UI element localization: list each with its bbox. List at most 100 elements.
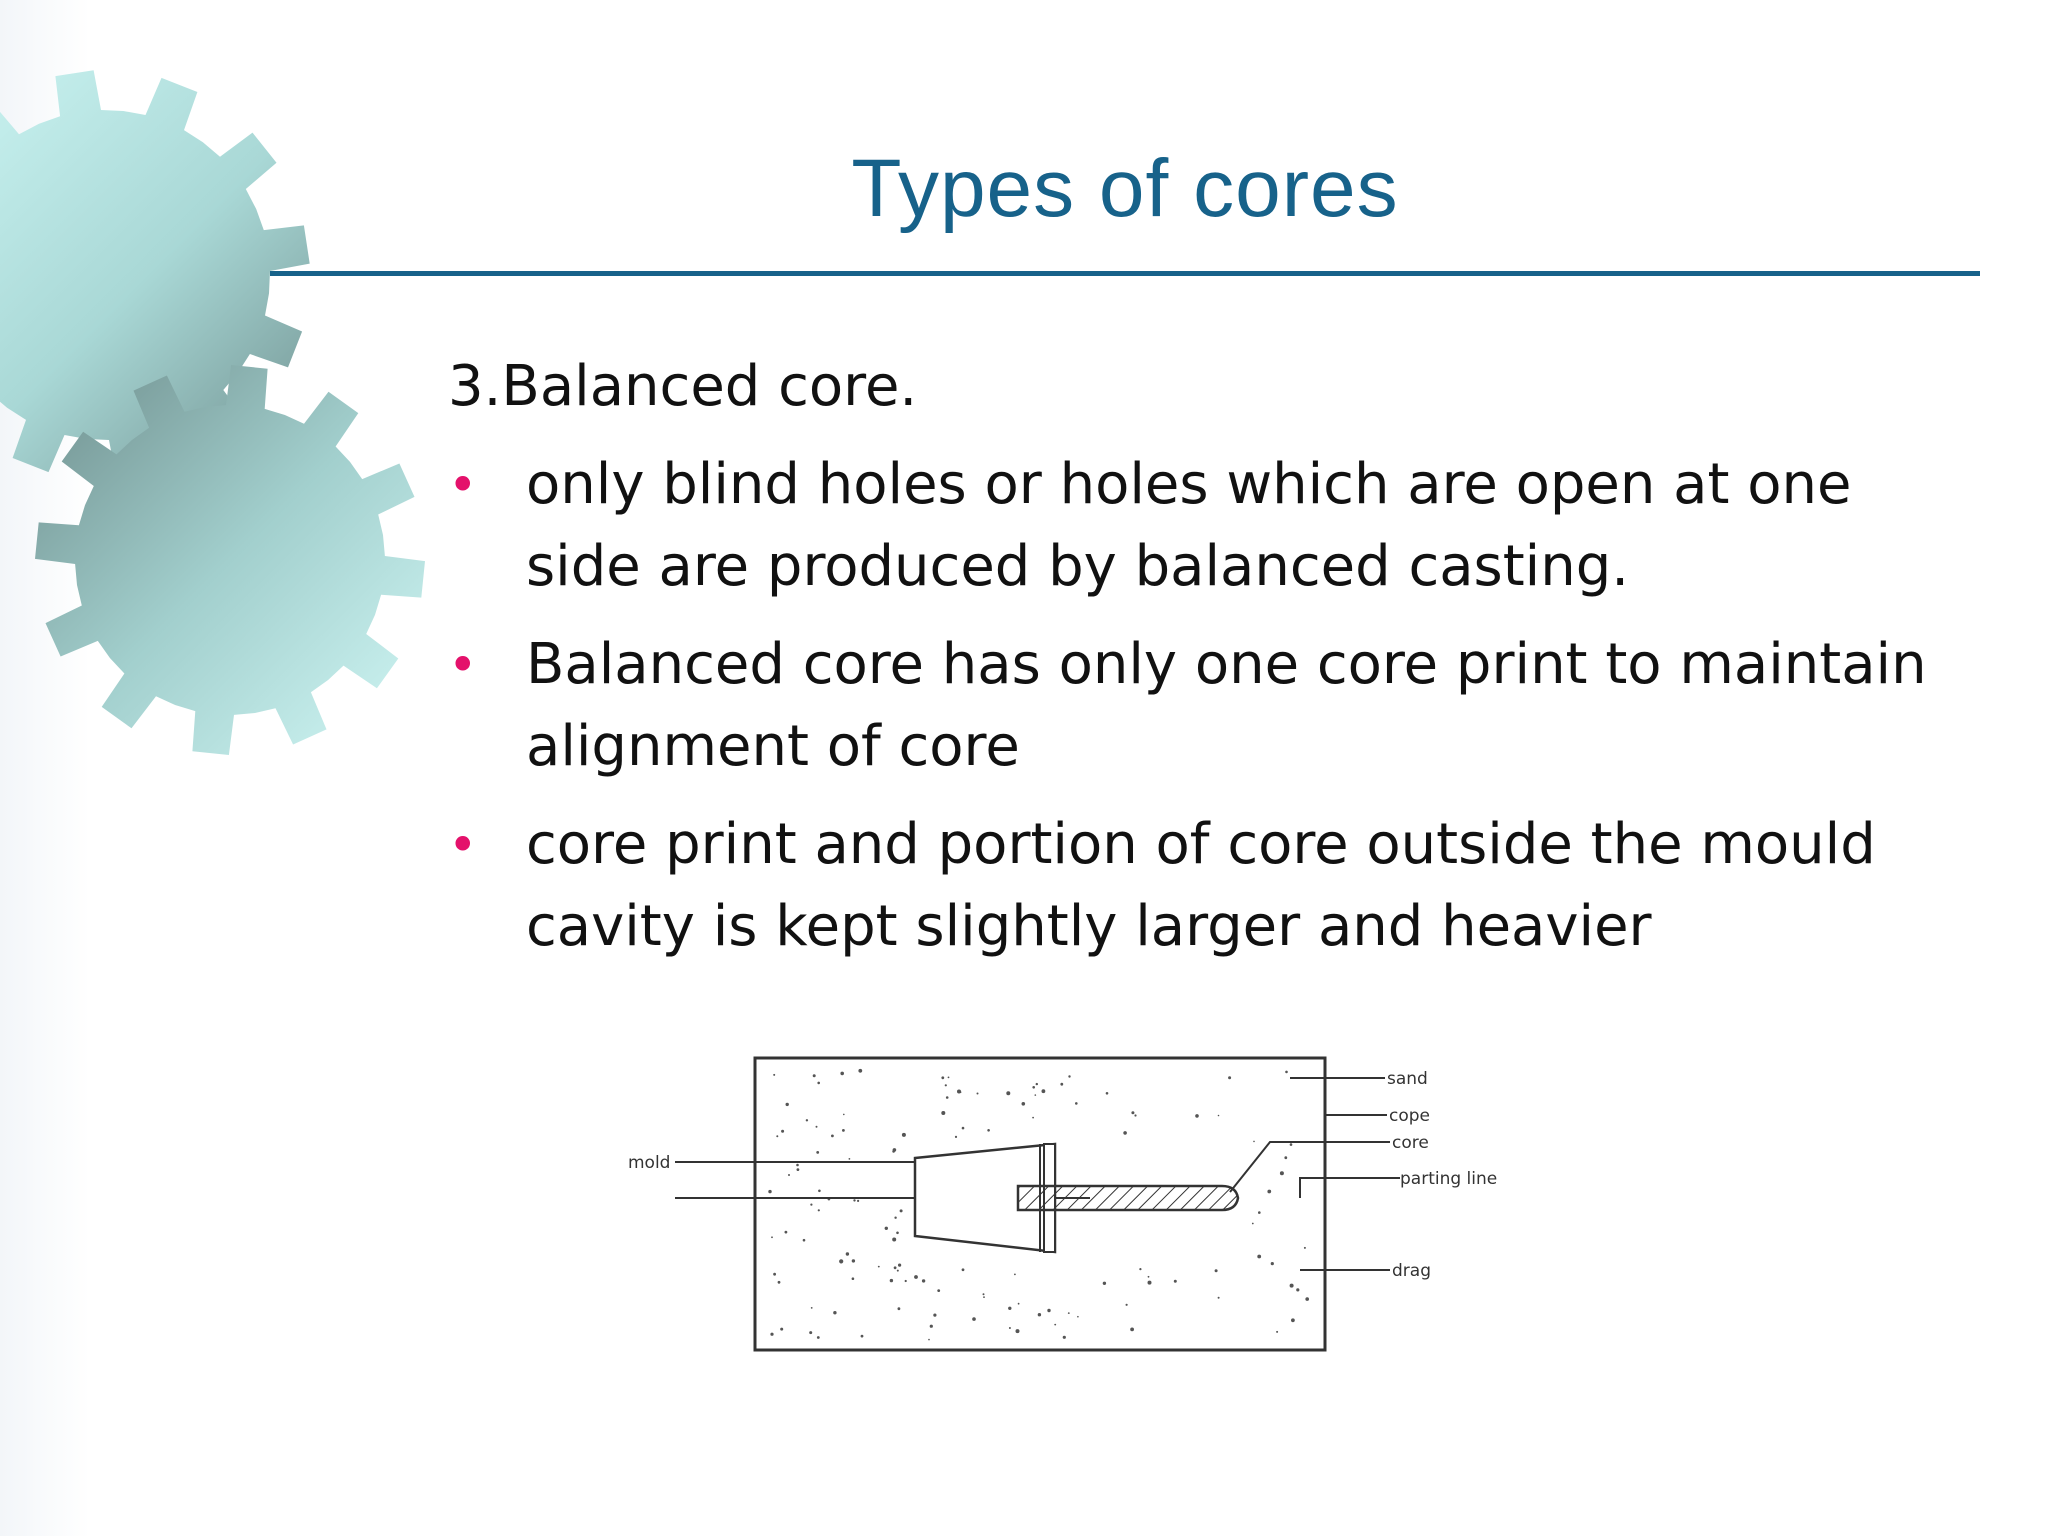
sand-speck bbox=[961, 1126, 965, 1130]
sand-speck bbox=[1296, 1288, 1300, 1292]
sand-speck bbox=[845, 1252, 850, 1256]
section-heading: 3.Balanced core. bbox=[448, 354, 918, 419]
bullet-item: • only blind holes or holes which are op… bbox=[448, 444, 1948, 608]
sand-speck bbox=[770, 1332, 774, 1336]
sand-speck bbox=[937, 1289, 941, 1292]
sand-speck bbox=[1125, 1303, 1128, 1306]
sand-speck bbox=[1251, 1222, 1254, 1225]
sand-speck bbox=[1068, 1075, 1071, 1078]
sand-speck bbox=[810, 1203, 813, 1206]
sand-speck bbox=[897, 1307, 901, 1311]
sand-speck bbox=[1289, 1143, 1293, 1146]
sand-speck bbox=[1035, 1082, 1038, 1086]
sand-speck bbox=[1289, 1283, 1294, 1288]
sand-speck bbox=[860, 1334, 864, 1338]
mold-label: mold bbox=[628, 1153, 670, 1173]
sand-speck bbox=[1105, 1092, 1109, 1095]
sand-speck bbox=[1077, 1315, 1079, 1318]
sand-speck bbox=[929, 1324, 933, 1328]
sand-speck bbox=[1060, 1082, 1064, 1086]
parting-line-leader bbox=[1299, 1177, 1400, 1198]
sand-speck bbox=[840, 1071, 844, 1076]
sand-speck bbox=[896, 1269, 899, 1272]
sand-speck bbox=[1015, 1329, 1020, 1334]
sand-speck bbox=[884, 1226, 888, 1230]
sand-speck bbox=[1032, 1116, 1034, 1119]
sand-speck bbox=[947, 1076, 950, 1079]
sand-speck bbox=[777, 1280, 781, 1284]
sand-speck bbox=[1257, 1254, 1262, 1259]
sand-speck bbox=[1054, 1323, 1057, 1326]
sand-speck bbox=[1305, 1297, 1309, 1301]
sand-speck bbox=[894, 1216, 897, 1219]
sand-speck bbox=[805, 1119, 809, 1122]
sand-speck bbox=[1279, 1171, 1284, 1176]
sand-speck bbox=[1270, 1262, 1274, 1266]
sand-speck bbox=[1303, 1246, 1306, 1249]
core-label: core bbox=[1392, 1133, 1429, 1153]
sand-speck bbox=[1228, 1076, 1232, 1080]
sand-speck bbox=[1047, 1308, 1051, 1313]
sand-speck bbox=[1285, 1070, 1288, 1074]
sand-speck bbox=[1139, 1268, 1142, 1271]
bullet-item: • core print and portion of core outside… bbox=[448, 804, 1948, 968]
sand-speck bbox=[1123, 1131, 1127, 1135]
decorative-gears bbox=[0, 70, 425, 755]
core-leader bbox=[1229, 1141, 1390, 1193]
sand-speck bbox=[839, 1259, 844, 1264]
sand-label: sand bbox=[1387, 1069, 1428, 1089]
sand-speck bbox=[896, 1231, 899, 1235]
sand-speck bbox=[853, 1199, 856, 1202]
sand-speck bbox=[914, 1275, 918, 1279]
sand-speck bbox=[843, 1113, 845, 1116]
sand-speck bbox=[831, 1134, 834, 1138]
sand-speck bbox=[1147, 1275, 1150, 1278]
sand-speck bbox=[1284, 1156, 1288, 1160]
sand-speck bbox=[1075, 1102, 1078, 1105]
sand-speck bbox=[833, 1311, 837, 1315]
sand-speck bbox=[1102, 1281, 1107, 1285]
sand-speck bbox=[817, 1081, 820, 1085]
sand-speck bbox=[1147, 1280, 1152, 1285]
sand-speck bbox=[796, 1168, 800, 1171]
sand-speck bbox=[1173, 1279, 1177, 1283]
sand-speck bbox=[1258, 1211, 1261, 1214]
sand-speck bbox=[959, 1091, 962, 1094]
sand-speck bbox=[1130, 1327, 1134, 1332]
sand-speck bbox=[788, 1174, 790, 1176]
sand-speck bbox=[1006, 1091, 1011, 1096]
sand-speck bbox=[928, 1338, 930, 1341]
sand-speck bbox=[941, 1111, 946, 1115]
sand-speck bbox=[809, 1331, 813, 1335]
sand-speck bbox=[815, 1125, 818, 1128]
sand-speck bbox=[857, 1199, 860, 1202]
sand-speck bbox=[921, 1279, 926, 1283]
bullet-item: • Balanced core has only one core print … bbox=[448, 624, 1948, 788]
sand-speck bbox=[901, 1132, 906, 1137]
sand-speck bbox=[796, 1163, 799, 1167]
drag-label: drag bbox=[1392, 1261, 1431, 1281]
sand-speck bbox=[817, 1209, 820, 1212]
sand-speck bbox=[773, 1073, 776, 1076]
sand-speck bbox=[892, 1237, 897, 1242]
gear-icon bbox=[35, 365, 425, 755]
bullet-marker: • bbox=[448, 636, 478, 694]
sand-speck bbox=[889, 1278, 894, 1283]
sand-speck bbox=[898, 1263, 902, 1267]
sand-speck bbox=[1034, 1094, 1037, 1096]
sand-speck bbox=[784, 1230, 788, 1234]
title-divider bbox=[270, 271, 1980, 276]
sand-speck bbox=[858, 1068, 863, 1073]
sand-speck bbox=[851, 1259, 856, 1263]
sand-speck bbox=[768, 1189, 772, 1194]
sand-speck bbox=[899, 1209, 903, 1213]
sand-speck bbox=[1291, 1318, 1295, 1323]
sand-speck bbox=[785, 1102, 789, 1107]
sand-speck bbox=[976, 1092, 979, 1095]
sand-speck bbox=[773, 1272, 776, 1276]
sand-speck bbox=[1008, 1306, 1012, 1310]
bullet-text: core print and portion of core outside t… bbox=[526, 812, 1876, 959]
sand-speck bbox=[1017, 1302, 1020, 1305]
sand-speck bbox=[933, 1313, 937, 1317]
